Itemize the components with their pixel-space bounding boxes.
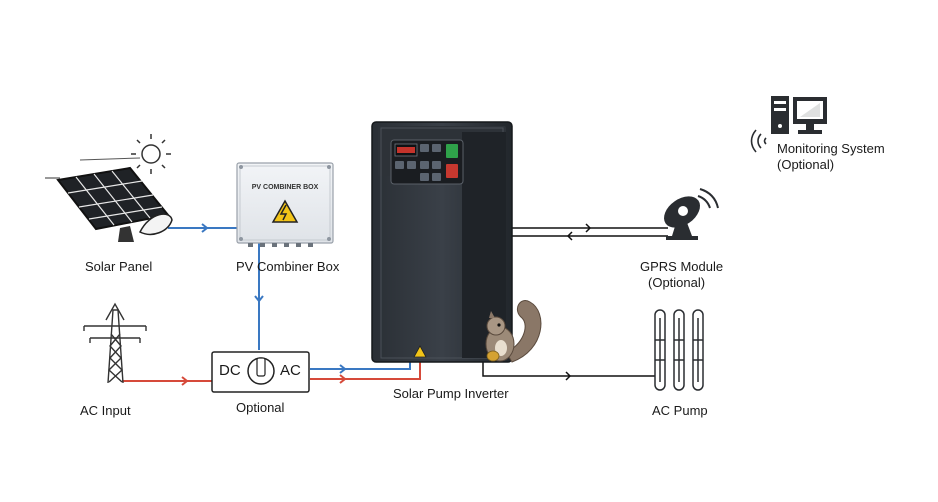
switch-dc-label: DC [219,362,241,379]
wireless-icon [750,129,767,153]
pump-icon [654,309,704,391]
gprs-module-label: GPRS Module [640,259,724,274]
monitoring-system-label: Monitoring System [777,141,885,156]
inverter-label: Solar Pump Inverter [393,386,509,401]
satellite-dish-icon [663,188,719,240]
warning-icon [271,199,299,223]
signal-lines-inverter-to-gprs [512,223,668,241]
switch-ac-label: AC [280,362,301,379]
squirrel-icon [485,300,542,363]
output-lines-switch-to-inverter [310,362,421,384]
solar-panel-icon [45,157,173,242]
computer-icon [771,96,827,134]
transmission-tower-icon [83,302,147,384]
sun-icon [131,134,171,174]
ac-line-grid-to-switch [122,376,212,386]
combiner-box-plate: PV COMBINER BOX [252,184,319,191]
ac-input-label: AC Input [80,403,131,418]
combiner-box-label: PV Combiner Box [236,259,340,274]
inverter-icon [371,121,513,363]
ac-pump-label: AC Pump [652,403,708,418]
optional-switch-label: Optional [236,400,285,415]
ac-line-inverter-to-pump [482,362,660,381]
dc-line-panel-to-combiner [168,223,238,233]
dc-line-combiner-to-switch [254,242,264,350]
monitoring-optional-label: (Optional) [777,157,835,172]
solar-panel-label: Solar Panel [85,259,153,274]
dc-ac-switch-icon [211,351,310,393]
gprs-optional-label: (Optional) [648,275,706,290]
